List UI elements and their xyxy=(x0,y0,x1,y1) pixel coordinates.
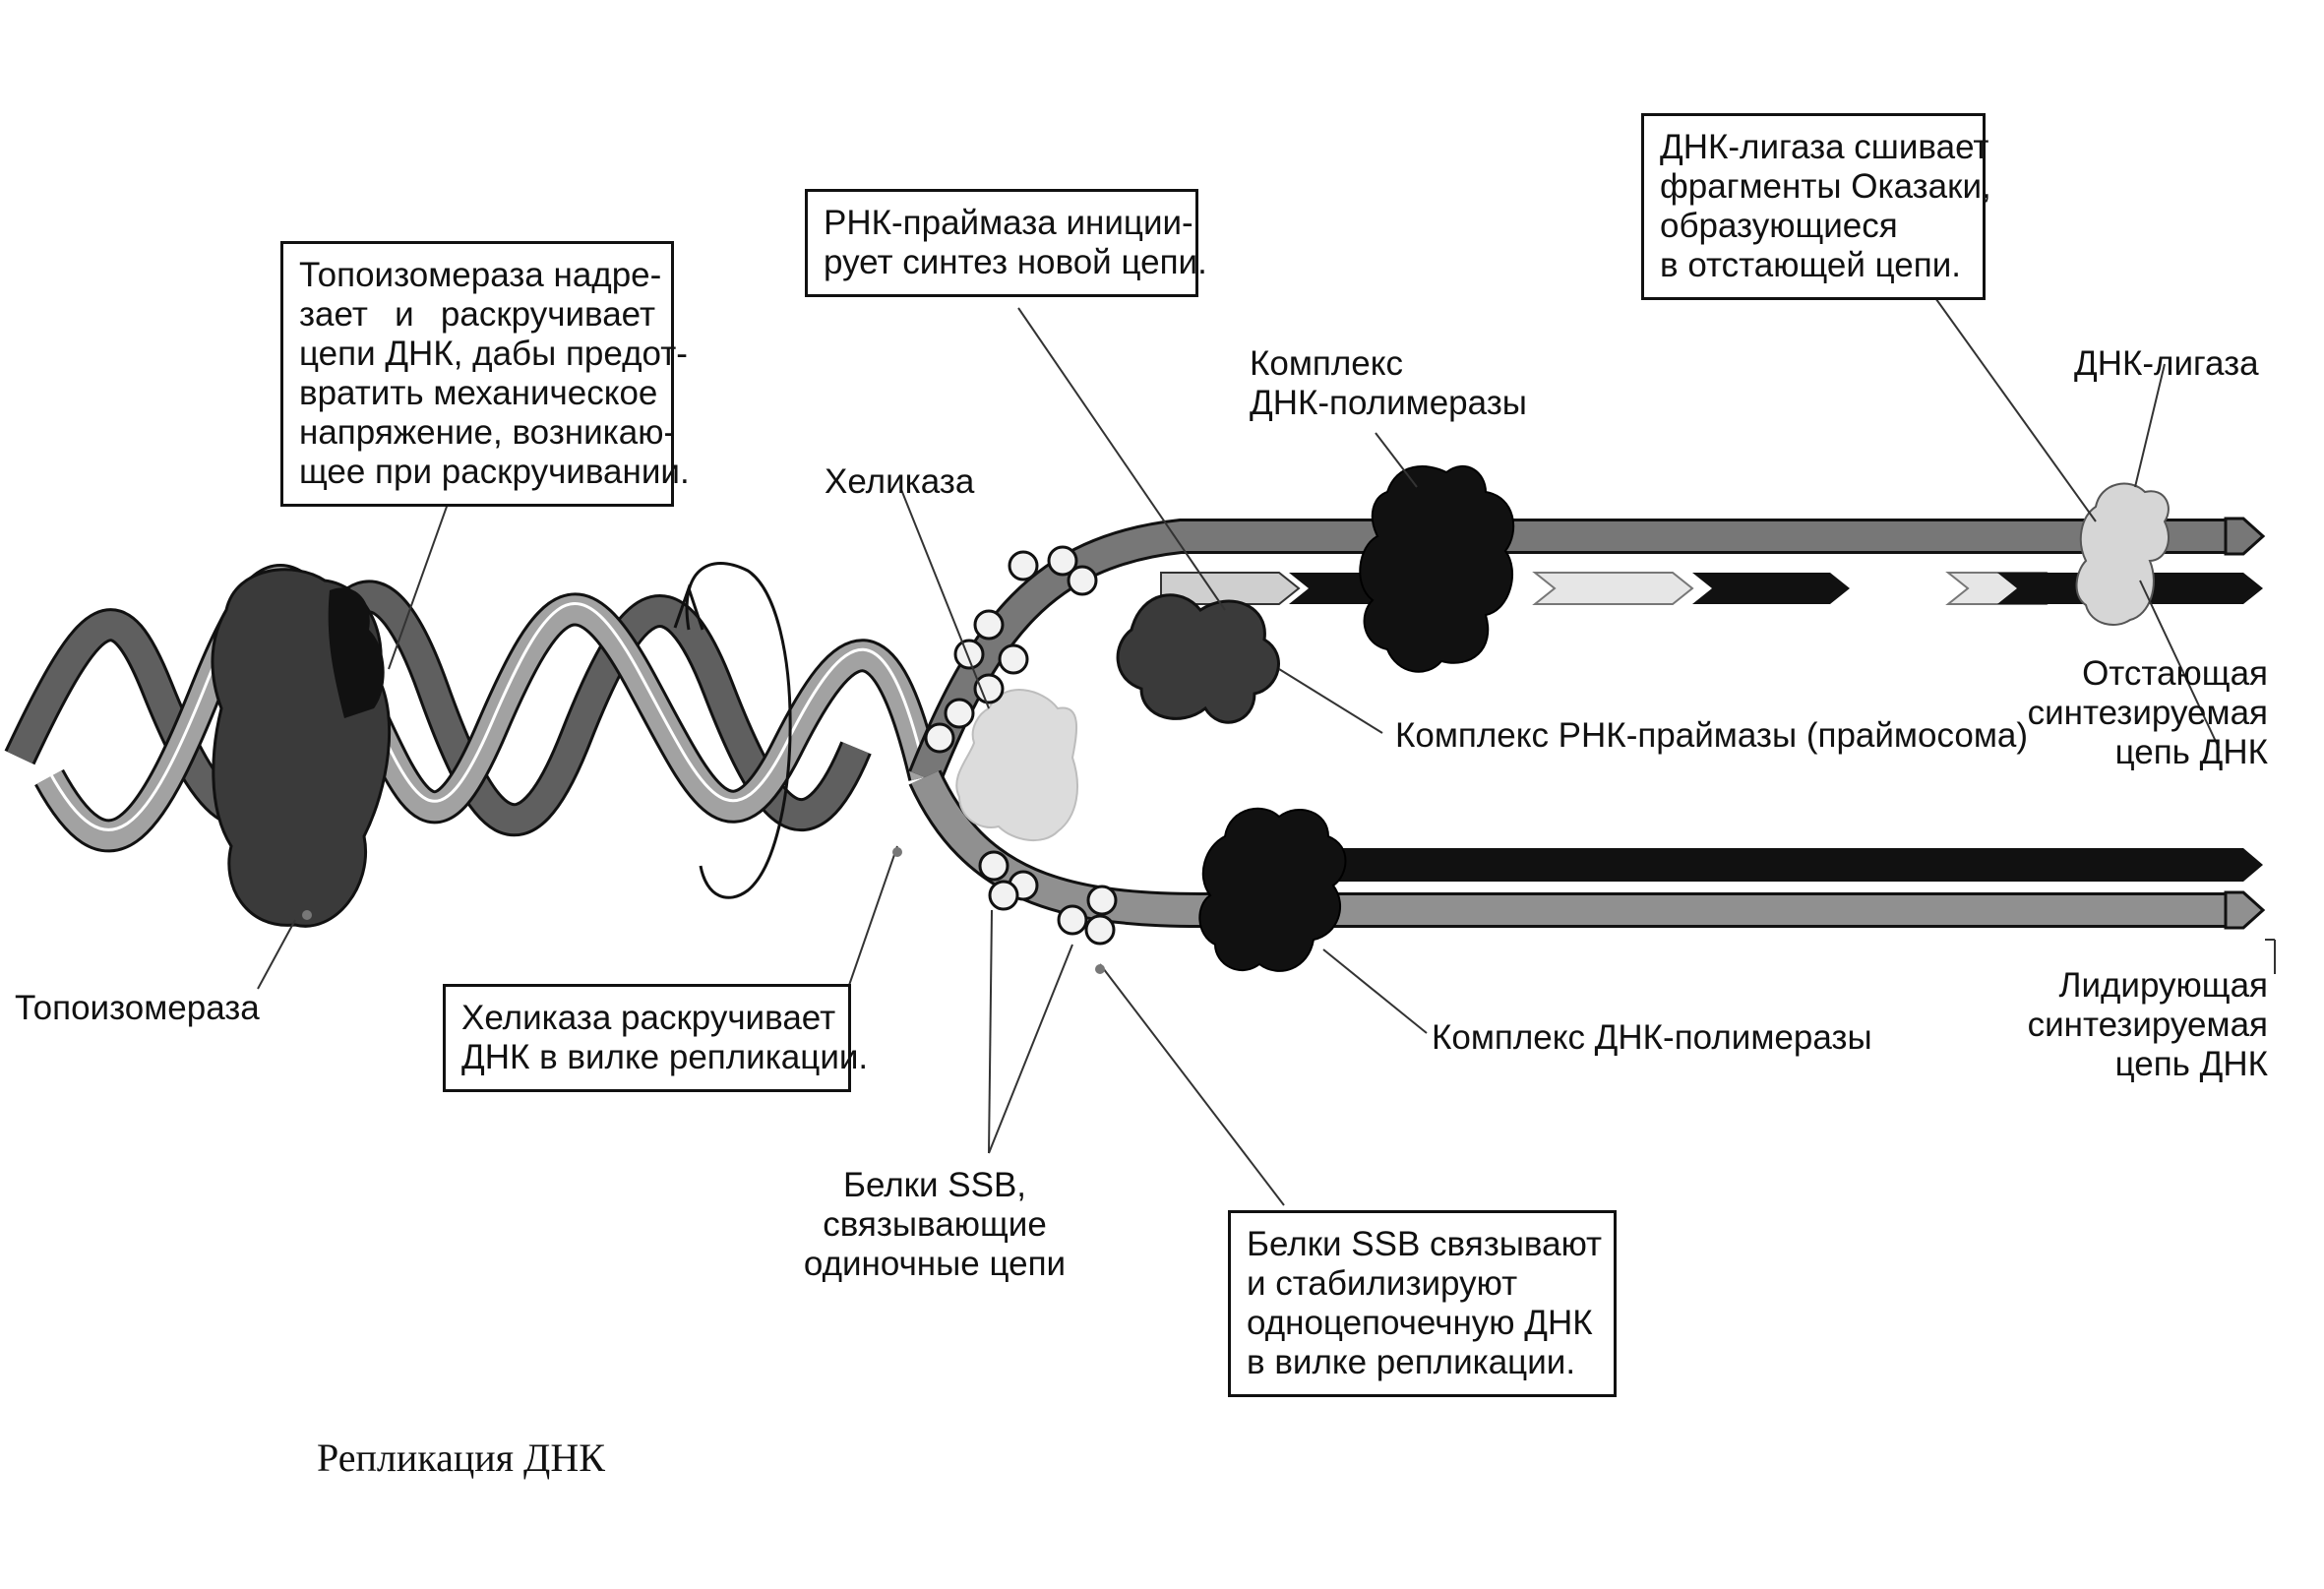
helicase-description-box: Хеликаза раскручивает ДНК в вилке реплик… xyxy=(443,984,869,1092)
label-text: ДНК-лигаза xyxy=(2074,344,2259,383)
rotation-arrow xyxy=(673,562,792,899)
leader-lines xyxy=(257,294,2276,1206)
label-text: Лидирующая xyxy=(2058,966,2268,1005)
box-line: Топоизомераза надре- xyxy=(299,256,662,294)
box-line: рует синтез новой цепи. xyxy=(824,243,1207,281)
box-line: вратить механическое xyxy=(299,374,658,412)
polymerase-complex-bottom xyxy=(1198,807,1347,972)
box-line: зает и раскручивает xyxy=(299,295,655,334)
label-text: цепь ДНК xyxy=(2114,733,2268,771)
lower-parental-strand xyxy=(908,769,2243,928)
label-text: одиночные цепи xyxy=(803,1245,1067,1283)
box-line: РНК-праймаза иниции- xyxy=(824,204,1193,242)
label-text: Комплекс РНК-праймазы (праймосома) xyxy=(1395,716,2029,755)
label-text: синтезируемая xyxy=(2027,1006,2268,1044)
double-helix xyxy=(4,564,942,853)
ligase-description-box: ДНК-лигаза сшивает фрагменты Оказаки, об… xyxy=(1641,113,1991,300)
label-topoisomerase: Топоизомераза xyxy=(15,989,260,1028)
box-line: образующиеся xyxy=(1660,207,1898,245)
box-line: в вилке репликации. xyxy=(1247,1343,1576,1381)
leading-strand xyxy=(1289,848,2243,882)
box-line: Белки SSB связывают xyxy=(1247,1225,1603,1263)
topoisomerase-protein xyxy=(211,568,392,928)
label-polymerase-top: Комплекс ДНК-полимеразы xyxy=(1250,344,1527,423)
label-text: Отстающая xyxy=(2082,654,2268,693)
box-line: фрагменты Оказаки, xyxy=(1660,167,1991,206)
label-leading-strand: Лидирующая синтезируемая цепь ДНК xyxy=(1968,966,2268,1084)
label-primosome: Комплекс РНК-праймазы (праймосома) xyxy=(1395,716,2028,756)
label-ssb-proteins: Белки SSB, связывающие одиночные цепи xyxy=(782,1166,1087,1284)
box-line: напряжение, возникаю- xyxy=(299,413,676,452)
box-line: в отстающей цепи. xyxy=(1660,246,1961,284)
label-text: цепь ДНК xyxy=(2114,1045,2268,1083)
label-text: Белки SSB, xyxy=(842,1166,1027,1204)
box-line: щее при раскручивании. xyxy=(299,453,690,491)
helicase-protein xyxy=(955,689,1078,842)
label-helicase: Хеликаза xyxy=(825,462,974,502)
label-text: связывающие xyxy=(823,1205,1047,1244)
ssb-description-box: Белки SSB связывают и стабилизируют одно… xyxy=(1228,1210,1617,1397)
label-polymerase-bottom: Комплекс ДНК-полимеразы xyxy=(1432,1018,1872,1058)
label-text: Комплекс xyxy=(1250,344,1403,383)
label-text: ДНК-полимеразы xyxy=(1250,384,1527,422)
box-line: ДНК в вилке репликации. xyxy=(461,1038,869,1076)
box-line: и стабилизируют xyxy=(1247,1264,1518,1303)
label-text: синтезируемая xyxy=(2027,694,2268,732)
box-line: цепи ДНК, дабы предот- xyxy=(299,335,688,373)
topoisomerase-description-box: Топоизомераза надре- зает и раскручивает… xyxy=(280,241,690,507)
label-text: Топоизомераза xyxy=(15,989,260,1027)
primase-description-box: РНК-праймаза иниции- рует синтез новой ц… xyxy=(805,189,1207,297)
label-text: Комплекс ДНК-полимеразы xyxy=(1432,1018,1872,1057)
label-lagging-strand: Отстающая синтезируемая цепь ДНК xyxy=(1968,654,2268,772)
figure-caption: Репликация ДНК xyxy=(317,1436,605,1480)
label-dna-ligase: ДНК-лигаза xyxy=(2074,344,2259,384)
label-text: Хеликаза xyxy=(825,462,975,501)
box-line: Хеликаза раскручивает xyxy=(461,999,836,1037)
polymerase-complex-top xyxy=(1359,465,1515,673)
box-line: ДНК-лигаза сшивает xyxy=(1660,128,1989,166)
primosome-protein xyxy=(1116,593,1280,724)
box-line: одноцепочечную ДНК xyxy=(1247,1304,1593,1342)
ssb-proteins xyxy=(924,545,1118,946)
